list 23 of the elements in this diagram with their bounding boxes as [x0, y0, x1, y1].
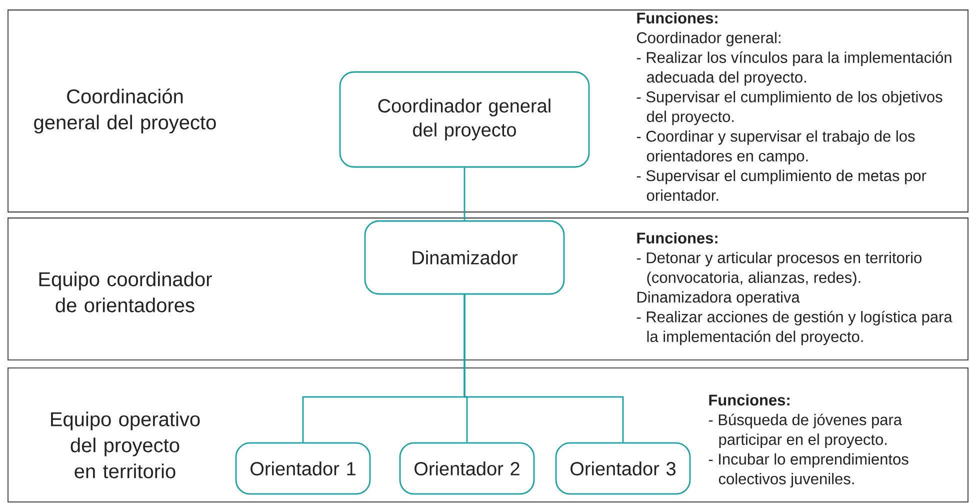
function-text: - Coordinar y supervisar el trabajo de los orientadores en campo.: [636, 130, 915, 165]
role-box: Orientador 1: [235, 442, 371, 495]
functions-heading: Funciones:: [637, 12, 718, 24]
connector-line: [464, 168, 466, 220]
function-text: Coordinador general:: [636, 32, 780, 46]
band-title: Equipo coordinador de orientadores: [39, 272, 212, 312]
connector-line: [464, 294, 624, 442]
function-text: - Realizar los vínculos para la implementación adecuada del proyecto.: [636, 51, 952, 86]
function-text: - Realizar acciones de gestión y logística para la implementación del proyecto.: [636, 310, 952, 346]
role-box: Orientador 3: [555, 442, 691, 495]
role-box: Coordinador general del proyecto: [339, 71, 590, 168]
band-title: Coordinación general del proyecto: [34, 88, 216, 134]
function-text: - Detonar y articular procesos en territorio (convocatoria, alianzas, redes).: [636, 252, 922, 286]
function-text: Dinamizadora operativa: [637, 291, 800, 306]
functions-heading: Funciones:: [709, 394, 790, 406]
band-title: Equipo operativo del proyecto en territorio: [51, 412, 200, 478]
functions-heading: Funciones:: [637, 232, 718, 244]
role-box: Dinamizador: [364, 220, 565, 295]
function-text: - Supervisar el cumplimiento de los objetivos del proyecto.: [636, 91, 942, 126]
function-text: - Búsqueda de jóvenes para participar en el proyecto.: [708, 414, 902, 448]
function-text: - Supervisar el cumplimiento de metas por orientador.: [636, 170, 926, 201]
function-text: - Incubar lo emprendimientos colectivos juveniles.: [708, 453, 908, 488]
role-box: Orientador 2: [399, 442, 535, 495]
